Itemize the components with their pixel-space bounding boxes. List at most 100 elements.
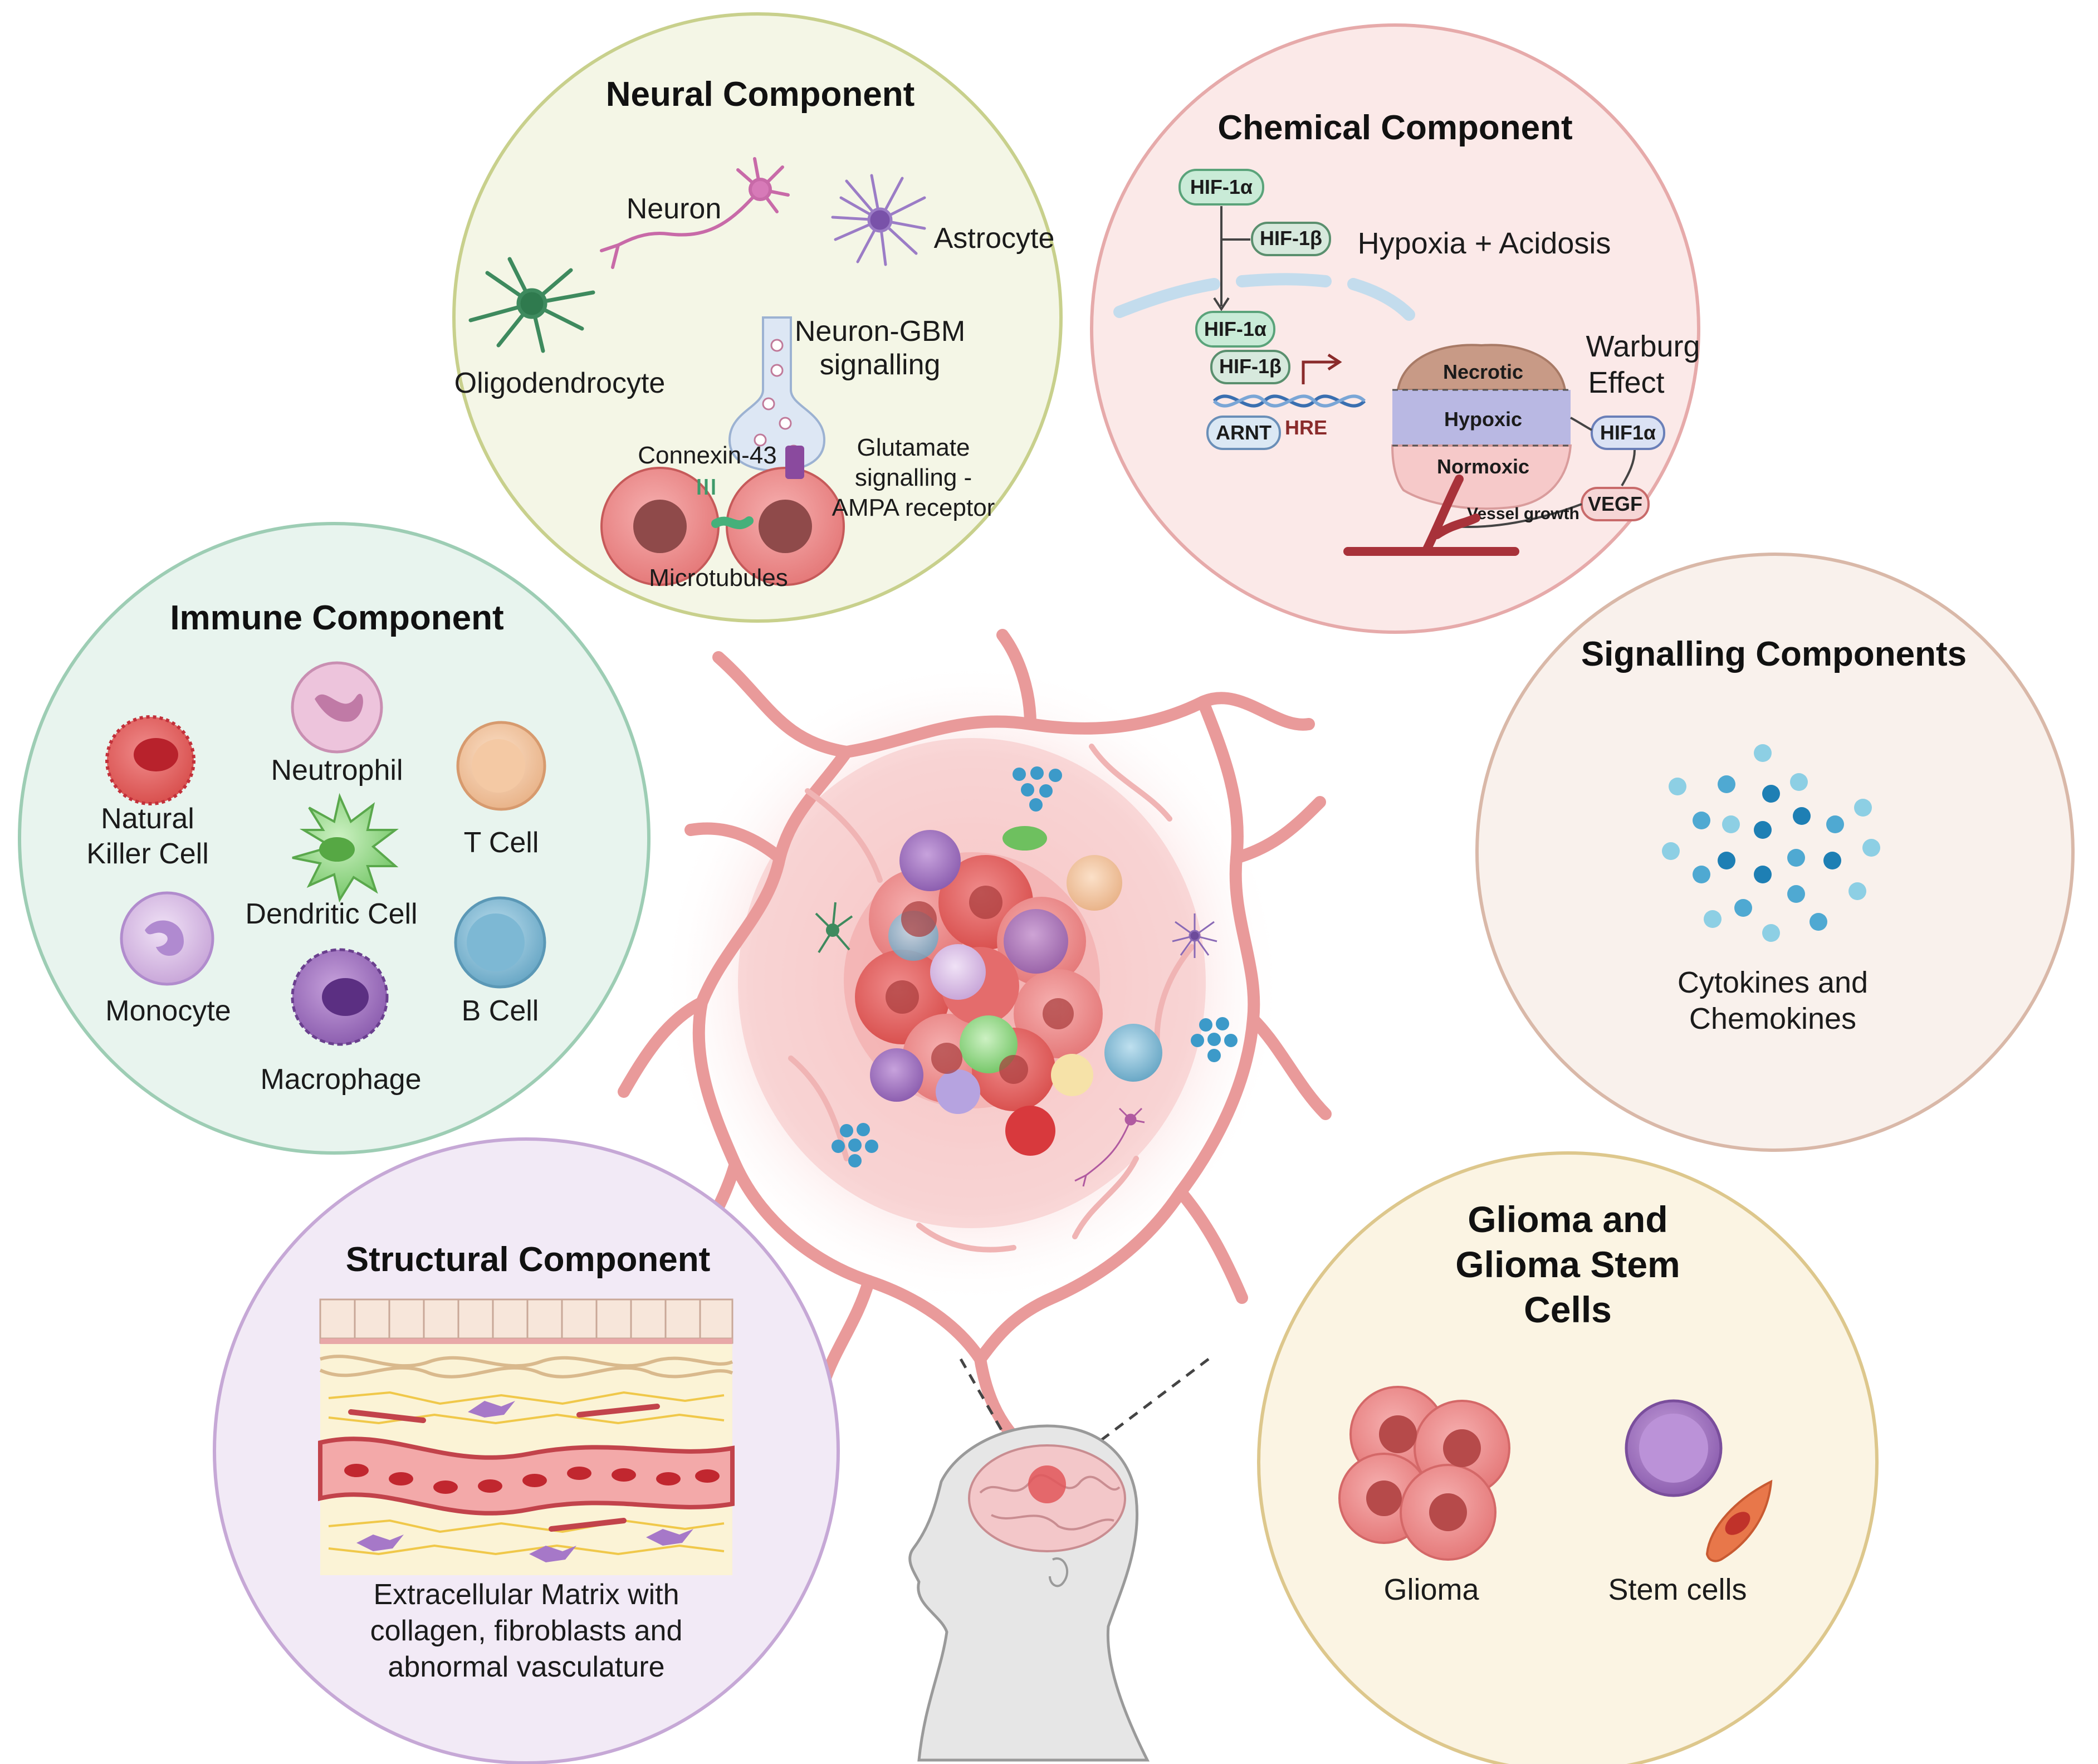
hif1a-warburg-pill-label: HIF1α	[1600, 421, 1656, 444]
ear	[1049, 1557, 1068, 1587]
abnormal-vessel-fragments	[348, 1404, 660, 1532]
b-cell-icon	[454, 896, 546, 989]
bcell-label: B Cell	[462, 995, 539, 1027]
macrophage-icon	[291, 948, 389, 1046]
stem-cells-label: Stem cells	[1608, 1573, 1747, 1606]
nuclear-membrane	[1113, 273, 1415, 321]
tcell-label: T Cell	[464, 827, 539, 859]
necrotic-label: Necrotic	[1443, 360, 1523, 383]
glioma-cluster-icon	[1338, 1386, 1510, 1561]
chemical-title: Chemical Component	[1217, 109, 1572, 147]
tumor-monocyte	[930, 944, 986, 1000]
tumor-red-cell	[1005, 1106, 1055, 1156]
tumor-macrophage	[870, 1048, 923, 1102]
tumor-zones	[1391, 344, 1572, 510]
patient-head	[908, 1424, 1150, 1762]
hre-label: HRE	[1285, 416, 1327, 439]
signalling-component: Signalling Components	[1475, 553, 2075, 1152]
arnt-pill	[1206, 416, 1281, 450]
connexin-channel	[697, 479, 715, 495]
hif1b-pill-top	[1251, 222, 1331, 256]
tumor-nuclei	[886, 886, 1074, 1084]
tumor-neuron	[1074, 1107, 1145, 1187]
glioma-component: Glioma and Glioma Stem Cells Glioma Stem…	[1257, 1151, 1879, 1764]
tumor-green-cell	[960, 1015, 1018, 1073]
hif1a-pill-bottom	[1195, 311, 1275, 348]
glioma-nucleus-right	[759, 500, 812, 553]
yellow-fibers	[328, 1391, 725, 1556]
natural-killer-cell-icon	[105, 715, 195, 805]
monocyte-label: Monocyte	[105, 995, 231, 1027]
hif1b-pill-bottom-label: HIF-1β	[1219, 355, 1282, 378]
tumor-bcell	[1104, 1024, 1162, 1082]
cytokines-label-1: Cytokines and	[1678, 966, 1868, 999]
arnt-pill-label: ARNT	[1216, 421, 1271, 444]
epithelial-cells	[319, 1298, 733, 1340]
structural-caption-2: collagen, fibroblasts and	[370, 1615, 683, 1647]
neuron-icon	[600, 157, 790, 269]
glioma-cell-pair	[600, 446, 845, 586]
vessel-growth-label: Vessel growth	[1467, 505, 1579, 523]
oligodendrocyte-icon	[468, 257, 595, 353]
tumor-cell-cluster	[844, 826, 1162, 1156]
collagen-fibers	[319, 1355, 733, 1379]
astrocyte-icon	[831, 174, 926, 266]
t-cell-icon	[456, 721, 546, 811]
tumor-oligodendrocyte	[815, 902, 853, 954]
dna-helix	[1212, 394, 1366, 408]
glutamate-label-1: Glutamate	[857, 434, 970, 461]
glutamate-label-3: AMPA receptor	[832, 494, 995, 521]
cytokine-cluster	[1662, 744, 1880, 942]
signalling-title: Signalling Components	[1581, 635, 1967, 673]
red-blood-cells	[344, 1464, 720, 1494]
normoxic-label: Normoxic	[1437, 455, 1529, 478]
hif1b-pill-top-label: HIF-1β	[1260, 227, 1322, 250]
tumor-astrocyte	[1172, 913, 1217, 958]
signalling-circle	[1475, 553, 2075, 1152]
nk-label-1: Natural	[101, 803, 194, 835]
hypoxia-label: Hypoxia + Acidosis	[1358, 227, 1611, 260]
macrophage-label: Macrophage	[260, 1063, 421, 1096]
tumor-cytokine-dots	[832, 766, 1238, 1167]
transcription-arrow	[1302, 353, 1342, 384]
neutrophil-label: Neutrophil	[271, 754, 403, 786]
immune-title: Immune Component	[170, 599, 503, 637]
normoxic-zone	[1391, 444, 1572, 510]
neuron-gbm-label-1: Neuron-GBM	[795, 315, 965, 348]
monocyte-icon	[120, 891, 214, 986]
fibroblasts	[356, 1401, 693, 1562]
warburg-label-2: Effect	[1588, 366, 1664, 399]
tumor-lilac-cell	[936, 1069, 980, 1114]
tumor-purple-cell	[1004, 909, 1068, 974]
hif1a-warburg-pill	[1591, 416, 1665, 450]
hif1b-pill-bottom	[1210, 350, 1290, 384]
stem-cell-icon	[1625, 1399, 1773, 1562]
dendritic-label: Dendritic Cell	[245, 898, 417, 930]
chemical-component: Chemical Component HIF-1α HIF-1β Hypoxia…	[1090, 23, 1700, 634]
tumor-macrophage	[899, 830, 961, 891]
cytokines-label-2: Chemokines	[1689, 1002, 1856, 1035]
warburg-arrows	[1453, 417, 1636, 528]
basement-membrane	[320, 1338, 732, 1344]
glioma-title-2: Glioma Stem	[1455, 1244, 1680, 1285]
neural-circle	[452, 12, 1063, 623]
ecm-background	[320, 1299, 732, 1575]
microtubule-connection	[711, 516, 754, 530]
brain-tumor-spot	[1028, 1465, 1066, 1503]
ampa-receptor	[785, 446, 804, 479]
tumor-tcell	[1067, 855, 1122, 911]
oligodendrocyte-label: Oligodendrocyte	[454, 367, 666, 399]
glioma-nucleus-left	[633, 500, 687, 553]
neutrophil-icon	[291, 661, 383, 754]
immune-component: Immune Component Natural Killer Cell Neu…	[18, 522, 651, 1155]
glioma-circle	[1257, 1151, 1879, 1764]
dendritic-cell-icon	[292, 793, 399, 903]
glioma-label: Glioma	[1383, 1573, 1479, 1606]
tumor-green-dendritic	[1002, 826, 1047, 851]
hypoxic-label: Hypoxic	[1444, 408, 1522, 431]
nk-label-2: Killer Cell	[86, 838, 209, 870]
connexin-label: Connexin-43	[638, 442, 777, 469]
hypoxic-zone	[1392, 390, 1571, 446]
structural-caption-3: abnormal vasculature	[388, 1651, 664, 1683]
